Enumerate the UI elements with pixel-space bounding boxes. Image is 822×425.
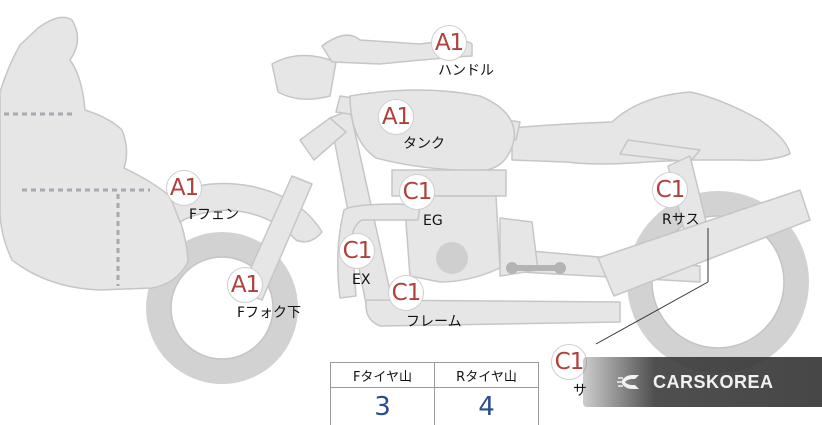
tank-label: タンク	[403, 136, 445, 152]
front-fork-label: Fフォク下	[237, 305, 302, 321]
tank	[349, 89, 516, 171]
engine-label: EG	[423, 213, 443, 229]
frame-bottom	[365, 299, 621, 327]
muffler-grade-badge: C1	[551, 344, 587, 380]
carskorea-logo-icon	[617, 375, 639, 389]
rear-tire-tread-value: 4	[434, 387, 539, 425]
frame-label: フレーム	[406, 314, 462, 330]
engine-grade-badge: C1	[399, 174, 435, 210]
front-wheel	[146, 232, 298, 384]
front-fender-label: Fフェン	[189, 207, 240, 223]
watermark-text: CARSKOREA	[653, 371, 774, 392]
tire-tread-table: Fタイヤ山 Rタイヤ山 3 4	[330, 362, 539, 425]
exhaust-label: EX	[352, 272, 371, 288]
seat	[511, 91, 791, 165]
rear-suspension-grade-badge: C1	[652, 172, 688, 208]
tank-grade-badge: A1	[378, 99, 414, 135]
handle-grade-badge: A1	[431, 25, 467, 61]
exhaust-pipe	[337, 203, 421, 299]
carskorea-watermark: CARSKOREA	[583, 357, 822, 407]
handle-label: ハンドル	[438, 63, 494, 79]
muffler	[597, 189, 811, 297]
rear-suspension-label: Rサス	[662, 212, 700, 228]
front-fork	[239, 175, 313, 301]
front-tire-tread-header: Fタイヤ山	[330, 362, 435, 388]
rear-tire-tread-header: Rタイヤ山	[434, 362, 539, 388]
fairing	[0, 16, 189, 291]
front-tire-tread-value: 3	[330, 387, 435, 425]
front-fender-grade-badge: A1	[166, 170, 202, 206]
exhaust-grade-badge: C1	[339, 233, 375, 269]
front-fork-grade-badge: A1	[227, 267, 263, 303]
frame-grade-badge: C1	[388, 275, 424, 311]
